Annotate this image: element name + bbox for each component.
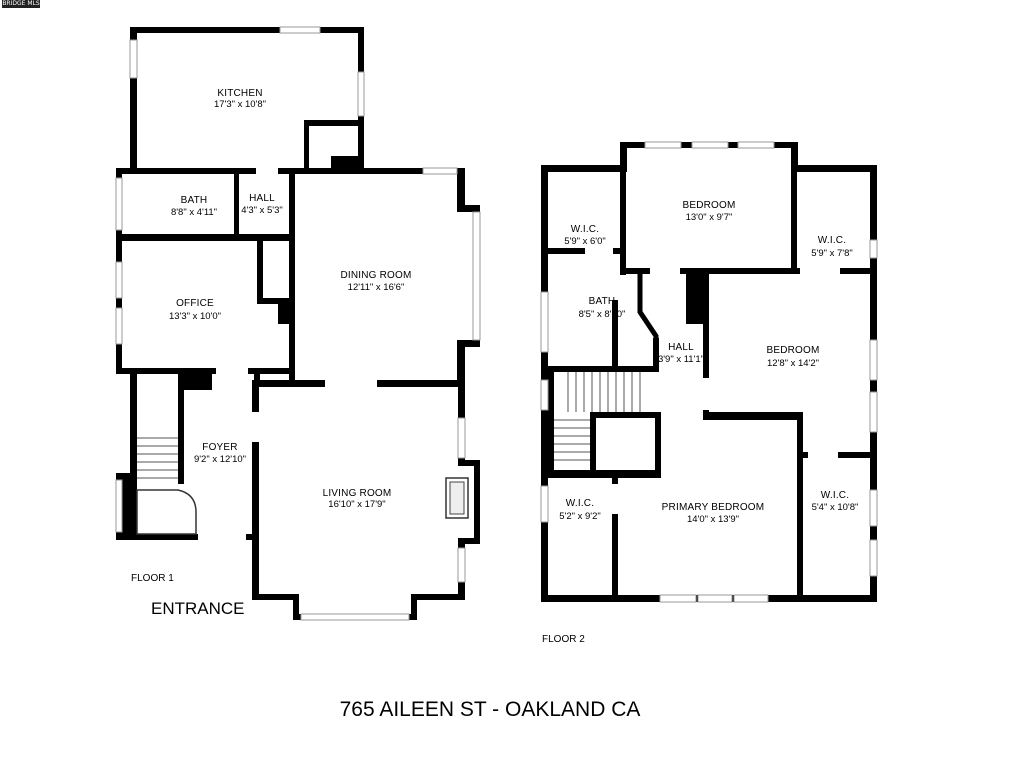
living-dims: 16'10" x 17'9": [328, 499, 385, 510]
wic-bottom-right-name: W.I.C.: [821, 490, 849, 501]
floor-2-labels: W.I.C. 5'9" x 6'0" BEDROOM 13'0" x 9'7" …: [542, 200, 858, 645]
floor-1-label: FLOOR 1: [131, 573, 174, 584]
hall-name: HALL: [249, 193, 275, 204]
bath-2: [540, 274, 706, 372]
primary-bedroom-name: PRIMARY BEDROOM: [662, 502, 765, 513]
hall-2-name: HALL: [668, 342, 694, 353]
floor-2-plan: [540, 141, 878, 603]
foyer-dims: 9'2" x 12'10": [194, 454, 246, 465]
bedroom-right-name: BEDROOM: [766, 345, 819, 356]
office-room: [115, 234, 295, 374]
bedroom-right: [703, 274, 878, 602]
wic-top-right-name: W.I.C.: [818, 235, 846, 246]
office-name: OFFICE: [176, 298, 214, 309]
wic-top-left-dims: 5'9" x 6'0": [564, 236, 606, 247]
bedroom-top-dims: 13'0" x 9'7": [686, 212, 733, 223]
bath-2-dims: 8'5" x 8'10": [579, 309, 626, 320]
primary-bedroom-dims: 14'0" x 13'9": [687, 514, 739, 525]
kitchen-name: KITCHEN: [217, 88, 262, 99]
entrance-label: ENTRANCE: [151, 599, 245, 618]
wic-bottom-left-dims: 5'2" x 9'2": [559, 511, 601, 522]
kitchen-room: [129, 26, 365, 174]
bath-name: BATH: [181, 195, 208, 206]
hall-2-dims: 3'9" x 11'1": [658, 354, 704, 365]
living-name: LIVING ROOM: [323, 488, 392, 499]
property-address: 765 AILEEN ST - OAKLAND CA: [340, 698, 641, 721]
dining-room: [289, 167, 481, 386]
wic-top-left-name: W.I.C.: [571, 224, 599, 235]
foyer-name: FOYER: [202, 442, 237, 453]
bath-dims: 8'8" x 4'11": [171, 207, 217, 218]
kitchen-dims: 17'3" x 10'8": [214, 99, 266, 110]
foyer-room: [115, 368, 260, 540]
floor-1-labels: KITCHEN 17'3" x 10'8" BATH 8'8" x 4'11" …: [131, 88, 411, 618]
wic-bottom-right: [869, 489, 878, 577]
living-room: [252, 380, 480, 621]
mls-logo: BRIDGE MLS: [2, 0, 40, 8]
stairwell: [540, 366, 661, 478]
floor-1-plan: [115, 26, 481, 621]
bedroom-right-dims: 12'8" x 14'2": [767, 358, 819, 369]
office-dims: 13'3" x 10'0": [169, 311, 221, 322]
primary-bedroom: [612, 412, 769, 603]
floor-2-label: FLOOR 2: [542, 634, 585, 645]
dining-dims: 12'11" x 16'6": [348, 282, 405, 293]
wic-bottom-left-name: W.I.C.: [566, 498, 594, 509]
wic-top-right: [791, 239, 878, 274]
bedroom-top: [620, 142, 797, 274]
bath-2-name: BATH: [589, 296, 616, 307]
wic-bottom-left: [540, 476, 618, 602]
bedroom-top-name: BEDROOM: [682, 200, 735, 211]
hall-dims: 4'3" x 5'3": [241, 205, 283, 216]
bath-hall-area: [115, 168, 294, 240]
wic-top-right-dims: 5'9" x 7'8": [811, 248, 853, 259]
wic-bottom-right-dims: 5'4" x 10'8": [812, 502, 859, 513]
dining-name: DINING ROOM: [340, 270, 411, 281]
wic-top-left: [548, 165, 626, 275]
